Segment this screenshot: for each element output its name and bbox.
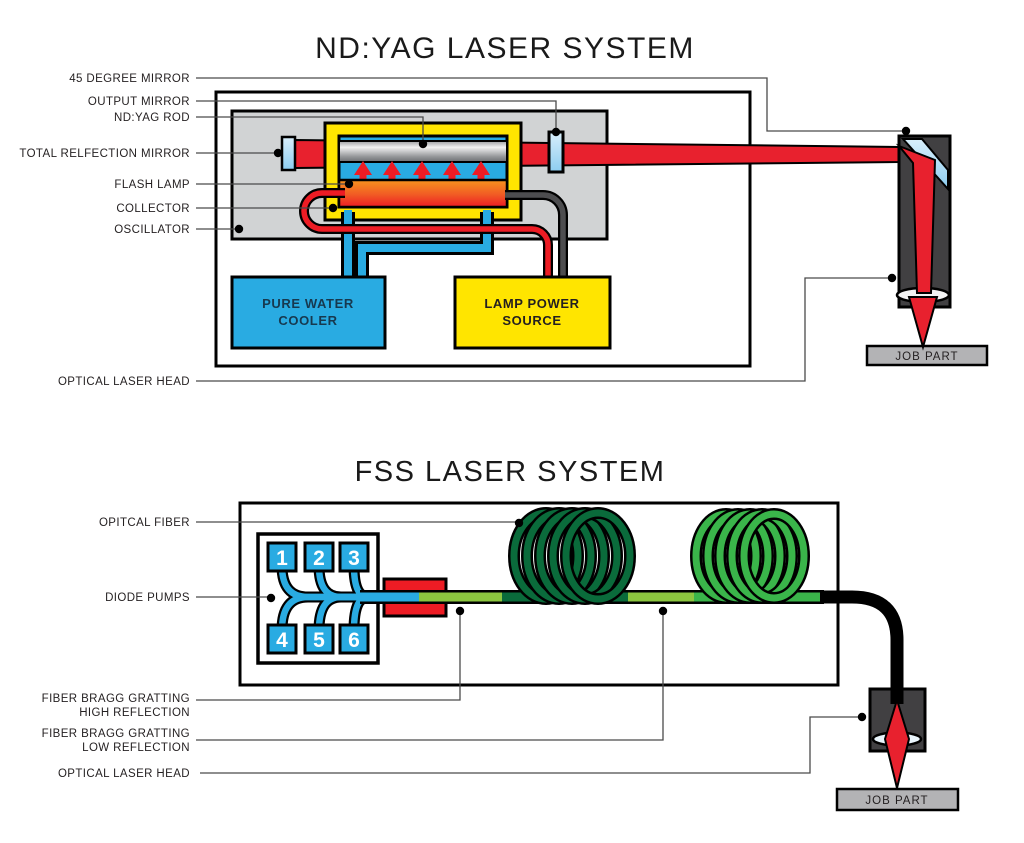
ndyag-job-part-label: JOB PART [895,351,958,363]
label-flash-lamp: FLASH LAMP [114,179,190,191]
flash-lamp [337,178,509,209]
ndyag-callouts [196,77,911,382]
laser-beam-bend [895,143,937,294]
label-fbg-high-1: FIBER BRAGG GRATTING [42,693,190,705]
pump-arrow-icon [443,161,461,181]
ndyag-labels: 45 DEGREE MIRROR OUTPUT MIRROR ND:YAG RO… [19,73,190,388]
lamp-power-source-label-2: SOURCE [502,313,561,328]
label-optical-fiber: OPITCAL FIBER [99,517,190,529]
diode-pump-1 [266,541,298,573]
delivery-fiber [820,590,904,700]
fss-laser-beam [883,696,911,789]
lamp-power-source-box [453,275,612,350]
lamp-power-source-label-1: LAMP POWER [484,296,579,311]
diode-number-3: 3 [348,547,360,570]
fiber-coil-dark [508,507,636,605]
label-fbg-low-2: LOW REFLECTION [82,742,190,754]
laser-beam-focus [907,296,939,351]
fss-labels: OPITCAL FIBER DIODE PUMPS FIBER BRAGG GR… [42,517,190,780]
diode-pump-5 [303,623,335,655]
label-collector: COLLECTOR [116,203,190,215]
label-output-mirror: OUTPUT MIRROR [88,96,190,108]
diode-pump-2 [303,541,335,573]
total-reflection-mirror [280,135,297,172]
pump-arrows [354,161,490,181]
diode-number-4: 4 [276,629,288,652]
pump-arrow-icon [472,161,490,181]
fss-callouts [196,518,867,774]
label-45-degree-mirror: 45 DEGREE MIRROR [69,73,190,85]
diode-number-6: 6 [348,629,360,652]
diode-number-5: 5 [313,629,325,652]
fss-job-part [835,787,960,812]
ndyag-job-part [865,344,989,367]
lamp-power-wire-dark [505,190,568,278]
ndyag-title: ND:YAG LASER SYSTEM [315,32,695,65]
label-fss-optical-laser-head: OPTICAL LASER HEAD [58,768,190,780]
pure-water-cooler-label-1: PURE WATER [262,296,354,311]
label-fbg-low-1: FIBER BRAGG GRATTING [42,728,190,740]
lamp-power-wire-red [299,188,553,278]
label-diode-pumps: DIODE PUMPS [105,592,190,604]
diode-pump-3 [338,541,370,573]
label-total-reflection-mirror: TOTAL RELFECTION MIRROR [19,148,190,160]
pump-arrow-icon [383,161,401,181]
diode-pumps: 1 2 3 4 5 6 [266,541,370,655]
diode-number-2: 2 [313,547,325,570]
label-ndyag-optical-laser-head: OPTICAL LASER HEAD [58,376,190,388]
pump-arrow-icon [413,161,431,181]
pure-water-cooler-box [230,275,387,350]
pure-water-cooler-label-2: COOLER [278,313,337,328]
fss-job-part-label: JOB PART [865,795,928,807]
diode-pump-6 [338,623,370,655]
pump-arrow-icon [354,161,372,181]
label-fbg-high-2: HIGH REFLECTION [79,707,190,719]
label-ndyag-rod: ND:YAG ROD [114,112,190,124]
fss-title: FSS LASER SYSTEM [355,456,666,488]
diode-number-1: 1 [276,547,288,570]
label-oscillator: OSCILLATOR [114,224,190,236]
output-mirror [547,130,565,174]
fiber-coil-green [690,508,810,604]
diode-pump-4 [266,623,298,655]
